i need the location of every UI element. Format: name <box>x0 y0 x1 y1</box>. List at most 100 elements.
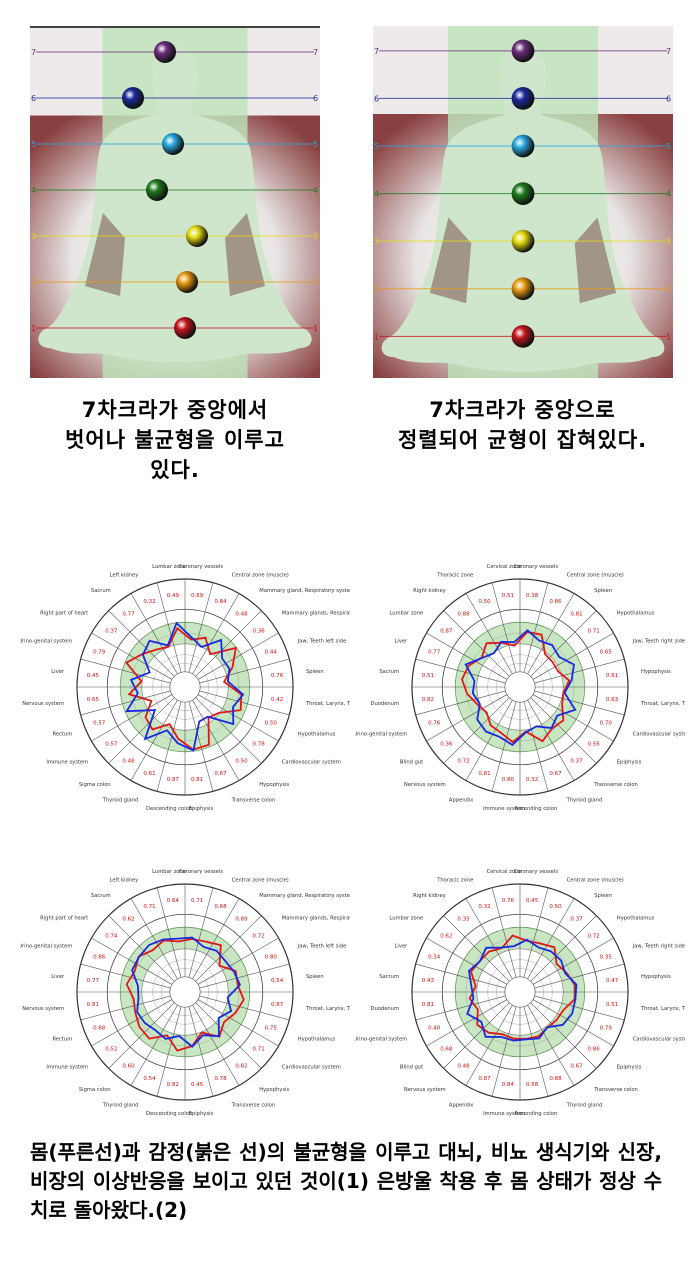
radar-scale-label: 0.77 <box>428 649 441 655</box>
radar-scale-label: 0.32 <box>526 777 538 783</box>
radar-scale-label: 0.63 <box>606 697 619 703</box>
radar-scale-label: 0.81 <box>191 777 203 783</box>
radar-organ-label: Urino-genital system <box>355 1037 407 1043</box>
radar-scale-label: 0.88 <box>457 611 470 617</box>
radar-organ-label: Right kidney <box>413 893 446 899</box>
radar-organ-label: Blind gut <box>400 759 423 765</box>
chakra-level-label: 5 <box>374 142 379 151</box>
radar-organ-label: Liver <box>51 974 65 980</box>
radar-scale-label: 0.76 <box>271 673 284 679</box>
radar-organ-label: Sigma colon <box>79 782 111 788</box>
radar-scale-label: 0.71 <box>588 628 600 634</box>
radar-organ-label: Central zone (muscle) <box>567 877 624 883</box>
radar-organ-label: Spleen <box>594 893 612 899</box>
chakra-level-label: 6 <box>313 94 318 103</box>
radar-scale-label: 0.48 <box>235 611 248 617</box>
chakra-level-label: 6 <box>666 94 671 103</box>
radar-scale-label: 0.37 <box>570 916 583 922</box>
radar-organ-label: Coronary vessels <box>514 564 559 570</box>
radar-organ-label: Coronary vessels <box>179 869 224 875</box>
radar-organ-label: Immune system <box>46 759 88 765</box>
radar-scale-label: 0.44 <box>265 649 278 655</box>
radar-scale-label: 0.48 <box>457 1064 470 1070</box>
chakra-level-label: 4 <box>31 186 36 195</box>
chakra-level-label: 3 <box>31 232 36 241</box>
radar-organ-label: Throat, Larynx, Trachea, Thyroid gland <box>640 1006 685 1012</box>
radar-organ-label: Ascending colon <box>515 1111 557 1117</box>
radar-scale-label: 0.84 <box>214 599 227 605</box>
radar-organ-label: Cervical zone <box>487 869 522 875</box>
radar-scale-label: 0.82 <box>235 1064 247 1070</box>
chakra-level-label: 6 <box>31 94 36 103</box>
radar-scale-label: 0.86 <box>93 954 106 960</box>
radar-scale-label: 0.67 <box>570 1064 583 1070</box>
radar-organ-label: Cardiovascular system <box>282 759 341 765</box>
radar-organ-label: Right kidney <box>413 588 446 594</box>
radar-organ-label: Hypophysis <box>641 974 671 980</box>
radar-scale-label: 0.51 <box>606 1002 618 1008</box>
chakra-ball-2 <box>511 277 535 301</box>
chakra-ball-7 <box>154 41 176 63</box>
chakra-level-label: 7 <box>313 48 318 57</box>
right-caption: 7차크라가 중앙으로 정렬되어 균형이 잡혀있다. <box>397 398 648 452</box>
radar-scale-label: 0.87 <box>167 777 180 783</box>
radar-organ-label: Jaw, Teeth left side <box>297 943 347 949</box>
arm-gap-right <box>225 213 265 296</box>
radar-organ-label: Liver <box>51 669 65 675</box>
radar-organ-label: Spleen <box>306 974 324 980</box>
radar-organ-label: Transverse colon <box>593 1087 638 1093</box>
chakra-level-label: 6 <box>374 94 379 103</box>
chakra-ball-4 <box>511 182 535 205</box>
radar-organ-label: Descending colon <box>146 1111 192 1117</box>
radar-scale-label: 0.58 <box>526 1082 539 1088</box>
radar-organ-label: Mammary glands, Respiratory system <box>282 611 350 617</box>
radar-organ-label: Sigma colon <box>79 1087 111 1093</box>
chakra-level-label: 1 <box>374 332 379 341</box>
radar-organ-label: Liver <box>395 638 409 644</box>
radar-organ-label: Duodenum <box>370 1006 399 1012</box>
radar-organ-label: Cardiovascular system <box>282 1064 341 1070</box>
radar-scale-label: 0.49 <box>167 593 180 599</box>
chakra-level-label: 2 <box>313 278 318 287</box>
radar-scale-label: 0.56 <box>588 742 601 748</box>
chakra-level-label: 1 <box>666 332 671 341</box>
chakra-ball-6 <box>511 87 535 110</box>
radar-organ-label: Liver <box>395 943 409 949</box>
radar-body-line <box>131 936 241 1048</box>
chakra-level-label: 3 <box>666 237 671 246</box>
radar-organ-label: Sacrum <box>91 893 111 899</box>
radar-organ-label: Hypophysis <box>641 669 671 675</box>
radar-organ-label: Rectum <box>52 1037 72 1043</box>
radar-scale-label: 0.47 <box>606 978 619 984</box>
radar-scale-label: 0.32 <box>143 599 155 605</box>
radar-scale-label: 0.54 <box>143 1076 156 1082</box>
radar-organ-label: Hypophysis <box>259 782 289 788</box>
radar-scale-label: 0.80 <box>502 777 515 783</box>
radar-scale-label: 0.42 <box>271 697 283 703</box>
radar-scale-label: 0.57 <box>93 721 106 727</box>
radar-organ-label: Throat, Larynx, Trachea, Thyroid gland <box>305 701 350 707</box>
chakra-ball-6 <box>122 87 144 109</box>
radar-scale-label: 0.89 <box>235 916 248 922</box>
radar-organ-label: Lumbar zone <box>389 916 423 922</box>
radar-organ-label: Mammary gland, Respiratory system <box>259 588 350 594</box>
radar-organ-label: Jaw, Teeth right side <box>632 638 685 644</box>
radar-organ-label: Left kidney <box>110 877 139 883</box>
radar-organ-label: Duodenum <box>370 701 399 707</box>
radar-organ-label: Cervical zone <box>487 564 522 570</box>
radar-scale-label: 0.77 <box>87 978 100 984</box>
radar-scale-label: 0.32 <box>478 904 490 910</box>
radar-organ-label: Urino-genital system <box>355 732 407 738</box>
radar-scale-label: 0.62 <box>122 916 134 922</box>
left-caption: 7차크라가 중앙에서 벗어나 불균형을 이루고 있다. <box>65 398 285 482</box>
radar-organ-label: Immune system <box>46 1064 88 1070</box>
top-divider <box>30 26 320 28</box>
radar-organ-label: Urino-genital system <box>20 943 72 949</box>
radar-organ-label: Ascending colon <box>515 806 557 812</box>
radar-scale-label: 0.87 <box>271 1002 284 1008</box>
radar-organ-label: Transverse colon <box>593 782 638 788</box>
radar-scale-label: 0.38 <box>526 593 539 599</box>
radar-organ-label: Throat, Larynx, Trachea, Thyroid gland <box>305 1006 350 1012</box>
radar-organ-label: Coronary vessels <box>179 564 224 570</box>
